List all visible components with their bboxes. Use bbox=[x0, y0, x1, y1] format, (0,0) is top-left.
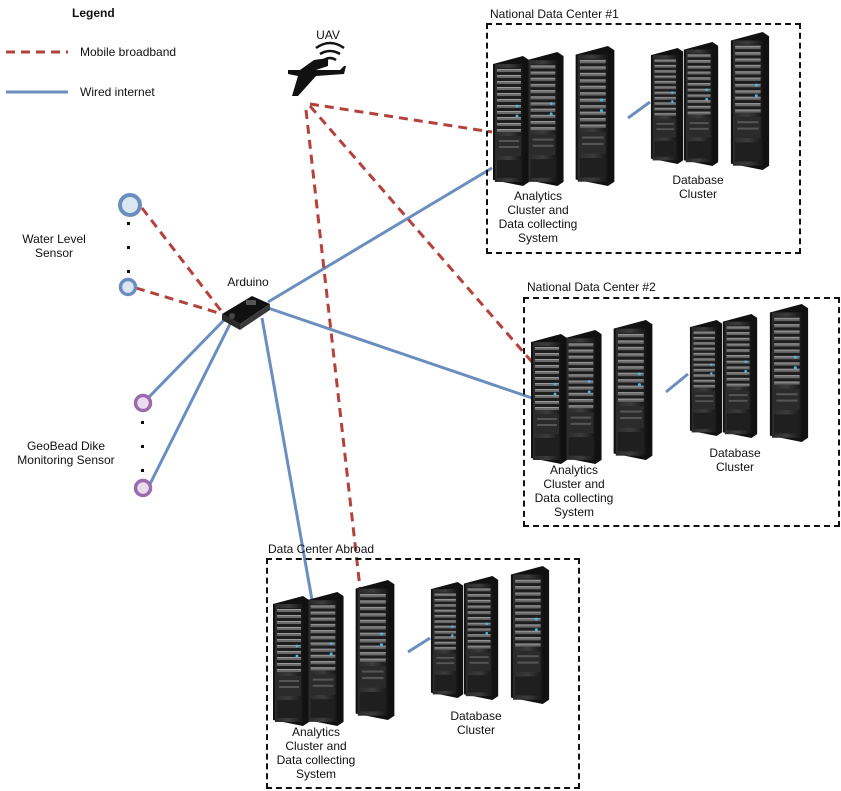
wired-link-dc2-internal bbox=[665, 372, 689, 394]
broadband-link-water-top-arduino bbox=[140, 207, 224, 313]
geobead-sensor-icon bbox=[133, 393, 153, 413]
arduino-label: Arduino bbox=[227, 275, 269, 289]
data-center-title-1: National Data Center #1 bbox=[490, 7, 619, 21]
legend bbox=[6, 50, 68, 94]
wired-link-geobead-bottom-arduino bbox=[148, 319, 234, 485]
dc1-analytics-cluster-label: Analytics Cluster and Data collecting Sy… bbox=[498, 189, 578, 245]
airplane-icon bbox=[288, 41, 346, 96]
dc2-database-cluster-label: Database Cluster bbox=[709, 446, 761, 474]
wired-link-abroad-internal bbox=[407, 636, 431, 654]
legend-label-wired-internet: Wired internet bbox=[80, 85, 155, 99]
water-level-sensor-icon bbox=[118, 277, 138, 297]
wired-link-dc1-internal bbox=[627, 100, 651, 120]
mobile-broadband-connections bbox=[135, 102, 534, 589]
geobead-sensor-label: GeoBead Dike Monitoring Sensor bbox=[17, 439, 115, 467]
data-center-box-2 bbox=[523, 297, 840, 527]
geobead-sensor-icon bbox=[133, 478, 153, 498]
wired-link-geobead-top-arduino bbox=[146, 314, 230, 400]
abroad-analytics-cluster-label: Analytics Cluster and Data collecting Sy… bbox=[276, 725, 356, 781]
wired-connections bbox=[146, 100, 689, 654]
broadband-link-water-bottom-arduino bbox=[135, 286, 223, 316]
wired-link-arduino-abroad bbox=[260, 317, 314, 601]
wired-link-arduino-dc2 bbox=[267, 306, 533, 400]
water-level-sensor-icon bbox=[118, 193, 142, 217]
legend-label-mobile-broadband: Mobile broadband bbox=[80, 45, 177, 59]
legend-title: Legend bbox=[72, 6, 115, 20]
dc1-database-cluster-label: Database Cluster bbox=[672, 173, 724, 201]
data-center-title-2: National Data Center #2 bbox=[527, 280, 656, 294]
broadband-link-uav-abroad bbox=[304, 109, 362, 589]
broadband-link-uav-dc1 bbox=[309, 102, 493, 134]
wired-link-arduino-dc1 bbox=[267, 166, 493, 304]
dc2-analytics-cluster-label: Analytics Cluster and Data collecting Sy… bbox=[534, 463, 614, 519]
data-center-box-abroad bbox=[266, 558, 580, 789]
data-center-title-abroad: Data Center Abroad bbox=[268, 542, 375, 556]
data-center-box-1 bbox=[486, 23, 801, 254]
geobead-sensors bbox=[133, 393, 153, 498]
arduino-board-icon bbox=[222, 296, 270, 330]
abroad-database-cluster-label: Database Cluster bbox=[450, 709, 502, 737]
broadband-link-uav-dc2 bbox=[308, 105, 534, 363]
water-level-sensors bbox=[118, 193, 142, 297]
water-level-sensor-label: Water Level Sensor bbox=[22, 232, 86, 260]
uav-label: UAV bbox=[316, 28, 340, 42]
